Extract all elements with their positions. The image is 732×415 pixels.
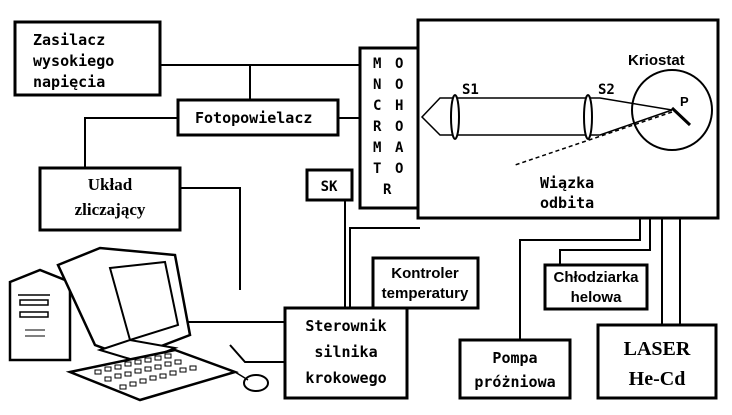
counting-system-label-1: Układ: [88, 175, 133, 194]
monochromator-letters-col1: M N C R M T R: [373, 56, 392, 198]
reflected-beam-label-1: Wiązka: [540, 174, 594, 192]
mono-letter: O: [395, 77, 403, 93]
lens-s1: [450, 94, 460, 140]
photomultiplier-box: Fotopowielacz: [176, 98, 340, 137]
slit-s1-label: S1: [462, 82, 479, 98]
reflected-beam-label-2: odbita: [540, 194, 594, 212]
mono-letter: N: [373, 77, 381, 93]
sk-label: SK: [321, 179, 338, 195]
mono-letter: R: [383, 182, 392, 198]
power-supply-label-1: Zasilacz: [33, 31, 105, 49]
computer-icon: [8, 246, 269, 402]
vacuum-pump-label-1: Pompa: [492, 349, 537, 367]
power-supply-label-3: napięcia: [33, 73, 105, 91]
stepper-driver-label-3: krokowego: [305, 369, 386, 387]
monochromator-letters-col2: O O H O A O: [395, 56, 404, 177]
counting-system-box: Układ zliczający: [38, 166, 182, 232]
photomultiplier-label: Fotopowielacz: [195, 109, 312, 127]
mono-letter: O: [395, 56, 403, 72]
monochromator-box: M N C R M T R O O H O A O: [358, 46, 420, 210]
optical-chamber: Kriostat S1 S2 P Wiązka odbita: [416, 18, 720, 220]
vacuum-pump-label-2: próżniowa: [474, 373, 555, 391]
cryostat-circle: [631, 69, 713, 151]
mono-letter: H: [395, 98, 403, 114]
mono-letter: O: [395, 161, 403, 177]
temperature-controller-label-2: temperatury: [382, 285, 469, 302]
cryostat-label: Kriostat: [628, 52, 685, 69]
mouse-icon: [243, 374, 269, 392]
mono-letter: C: [373, 98, 381, 114]
laser-label-1: LASER: [624, 338, 691, 360]
laser-label-2: He-Cd: [629, 368, 686, 390]
helium-cooler-label-2: helowa: [571, 289, 623, 306]
helium-cooler-box: Chłodziarka helowa: [543, 263, 649, 311]
sample-label: P: [680, 94, 689, 109]
mono-letter: M: [373, 56, 381, 72]
laser-box: LASER He-Cd: [596, 323, 718, 400]
mono-letter: T: [373, 161, 381, 177]
mono-letter: R: [373, 119, 382, 135]
counting-system-label-2: zliczający: [75, 200, 146, 219]
sk-box: SK: [305, 168, 354, 202]
mono-letter: M: [373, 140, 381, 156]
mono-letter: A: [395, 140, 404, 156]
power-supply-box: Zasilacz wysokiego napięcia: [13, 20, 162, 97]
stepper-driver-label-2: silnika: [314, 343, 377, 361]
temperature-controller-box: Kontroler temperatury: [371, 256, 480, 310]
helium-cooler-label-1: Chłodziarka: [553, 269, 639, 286]
power-supply-label-2: wysokiego: [33, 52, 114, 70]
mono-letter: O: [395, 119, 403, 135]
vacuum-pump-box: Pompa próżniowa: [458, 338, 572, 400]
slit-s2-label: S2: [598, 82, 615, 98]
temperature-controller-label-1: Kontroler: [391, 265, 459, 282]
stepper-driver-label-1: Sterownik: [305, 317, 386, 335]
lens-s2: [583, 94, 593, 140]
stepper-driver-box: Sterownik silnika krokowego: [283, 306, 409, 400]
light-beam: [420, 97, 673, 136]
sample-plate: [670, 106, 692, 127]
